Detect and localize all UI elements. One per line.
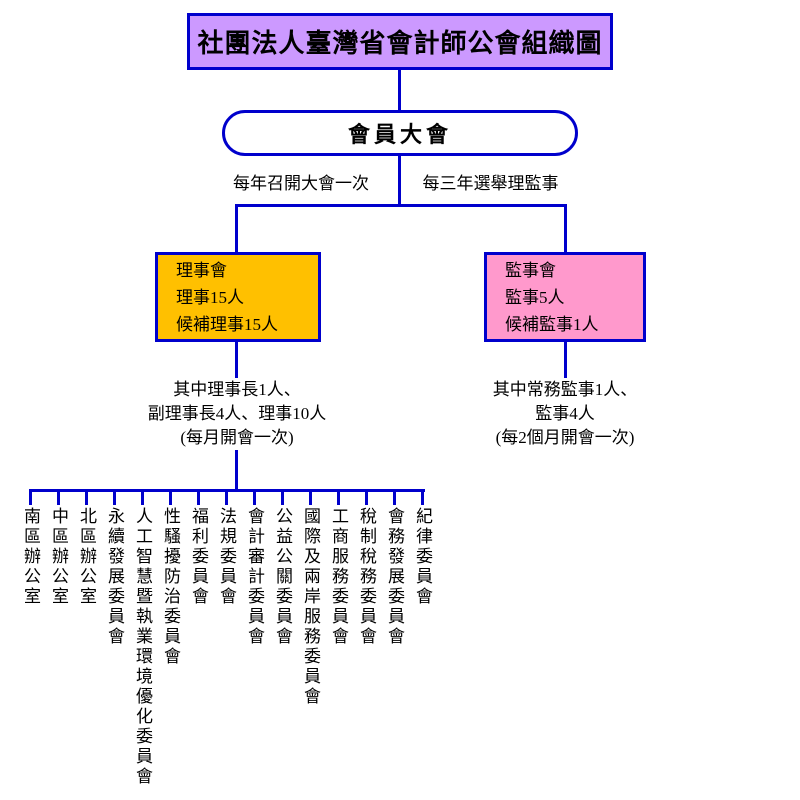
board-of-directors-node: 理事會 理事15人 候補理事15人 xyxy=(155,252,321,342)
connector-line xyxy=(564,342,567,378)
committee-label: 會務發展委員會 xyxy=(385,507,404,647)
committee-label: 福利委員會 xyxy=(189,507,208,607)
committee-label: 稅制稅務委員會 xyxy=(357,507,376,647)
committee-label: 紀律委員會 xyxy=(413,507,432,607)
directors-note: 其中理事長1人、 副理事長4人、理事10人 (每月開會一次) xyxy=(117,378,357,450)
committee-tick xyxy=(112,489,116,505)
committee-node: 會計審計委員會 xyxy=(242,489,266,647)
committee-tick xyxy=(392,489,396,505)
connector-line xyxy=(398,70,401,110)
connector-line xyxy=(398,156,401,206)
committee-node: 稅制稅務委員會 xyxy=(354,489,378,647)
directors-line: 理事15人 xyxy=(176,287,244,307)
committee-tick xyxy=(196,489,200,505)
general-assembly-node: 會員大會 xyxy=(222,110,578,156)
directors-line: 候補理事15人 xyxy=(176,314,278,334)
committee-node: 永續發展委員會 xyxy=(102,489,126,647)
committee-tick xyxy=(420,489,424,505)
assembly-split-line xyxy=(235,204,567,207)
board-of-supervisors-node: 監事會 監事5人 候補監事1人 xyxy=(484,252,646,342)
committee-tick xyxy=(28,489,32,505)
committee-label: 會計審計委員會 xyxy=(245,507,264,647)
committee-tick xyxy=(224,489,228,505)
supervisors-line: 候補監事1人 xyxy=(505,314,599,334)
annual-meeting-label: 每年召開大會一次 xyxy=(233,174,369,193)
committee-node: 中區辦公室 xyxy=(46,489,70,607)
committee-node: 法規委員會 xyxy=(214,489,238,607)
committee-label: 人工智慧暨執業環境優化委員會 xyxy=(133,507,152,787)
chart-title: 社團法人臺灣省會計師公會組織圖 xyxy=(187,13,613,70)
committee-label: 工商服務委員會 xyxy=(329,507,348,647)
supervisors-note: 其中常務監事1人、 監事4人 (每2個月開會一次) xyxy=(445,378,685,450)
committee-label: 北區辦公室 xyxy=(77,507,96,607)
committee-tick xyxy=(280,489,284,505)
committee-node: 福利委員會 xyxy=(186,489,210,607)
committee-tick xyxy=(168,489,172,505)
committee-tick xyxy=(140,489,144,505)
connector-line xyxy=(235,204,238,252)
committee-label: 國際及兩岸服務委員會 xyxy=(301,507,320,707)
supervisors-line: 監事5人 xyxy=(505,287,565,307)
directors-line: 理事會 xyxy=(176,260,227,280)
committee-label: 法規委員會 xyxy=(217,507,236,607)
supervisors-line: 監事會 xyxy=(505,260,556,280)
connector-line xyxy=(564,204,567,252)
committee-tick xyxy=(84,489,88,505)
committee-label: 南區辦公室 xyxy=(21,507,40,607)
committee-node: 紀律委員會 xyxy=(410,489,434,607)
committee-node: 北區辦公室 xyxy=(74,489,98,607)
committee-node: 性騷擾防治委員會 xyxy=(158,489,182,667)
committee-label: 性騷擾防治委員會 xyxy=(161,507,180,667)
committee-tick xyxy=(308,489,312,505)
supervisors-note-line: 監事4人 xyxy=(535,404,595,423)
committee-label: 中區辦公室 xyxy=(49,507,68,607)
committee-tick xyxy=(364,489,368,505)
committee-tick xyxy=(56,489,60,505)
committee-node: 國際及兩岸服務委員會 xyxy=(298,489,322,707)
committee-node: 人工智慧暨執業環境優化委員會 xyxy=(130,489,154,787)
committee-node: 公益公關委員會 xyxy=(270,489,294,647)
committee-node: 會務發展委員會 xyxy=(382,489,406,647)
committee-label: 公益公關委員會 xyxy=(273,507,292,647)
committee-node: 工商服務委員會 xyxy=(326,489,350,647)
committee-tick xyxy=(252,489,256,505)
election-cycle-label: 每三年選舉理監事 xyxy=(422,174,559,193)
connector-line xyxy=(235,450,238,490)
committee-label: 永續發展委員會 xyxy=(105,507,124,647)
supervisors-note-line: (每2個月開會一次) xyxy=(495,428,635,447)
committee-tick xyxy=(336,489,340,505)
committee-node: 南區辦公室 xyxy=(18,489,42,607)
directors-note-line: 副理事長4人、理事10人 xyxy=(147,404,327,423)
supervisors-note-line: 其中常務監事1人、 xyxy=(492,380,638,399)
directors-note-line: (每月開會一次) xyxy=(180,428,294,447)
connector-line xyxy=(235,342,238,378)
directors-note-line: 其中理事長1人、 xyxy=(173,380,301,399)
